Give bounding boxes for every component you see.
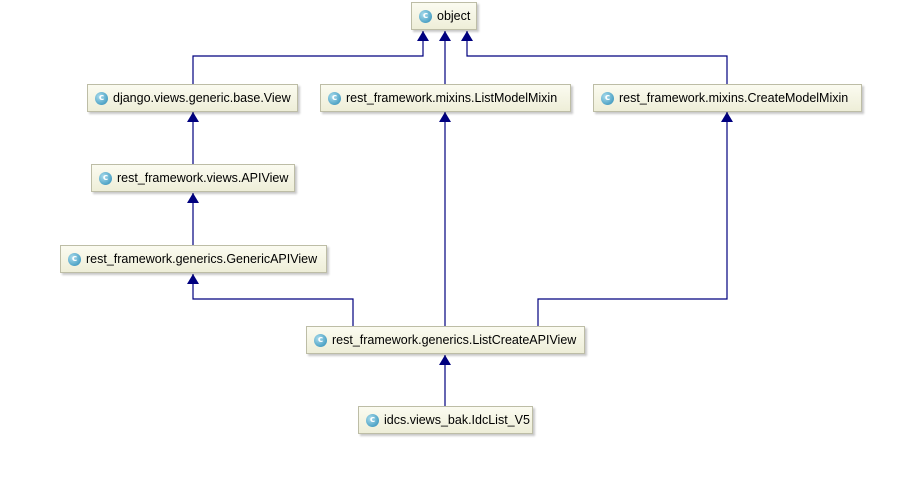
class-label: object	[437, 9, 471, 23]
class-icon: c	[366, 413, 379, 427]
class-label: idcs.views_bak.IdcList_V5	[384, 413, 530, 427]
edge-create-model-mixin-to-object	[461, 31, 728, 84]
class-icon: c	[314, 333, 327, 347]
class-label: django.views.generic.base.View	[113, 91, 291, 105]
class-label: rest_framework.generics.GenericAPIView	[86, 252, 318, 266]
class-icon: c	[99, 171, 112, 185]
edge-list-create-api-view-to-create-model-mixin	[537, 112, 733, 326]
class-node-base-view[interactable]: c django.views.generic.base.View	[87, 84, 298, 112]
class-icon: c	[601, 91, 614, 105]
class-node-idc-list-v5[interactable]: c idcs.views_bak.IdcList_V5	[358, 406, 533, 434]
class-icon: c	[68, 252, 81, 266]
class-node-list-create-api-view[interactable]: c rest_framework.generics.ListCreateAPIV…	[306, 326, 585, 354]
edge-list-create-api-view-to-generic-api-view	[187, 274, 354, 326]
class-node-api-view[interactable]: c rest_framework.views.APIView	[91, 164, 295, 192]
class-node-object[interactable]: c object	[411, 2, 477, 30]
edge-base-view-to-object	[192, 31, 429, 84]
class-label: rest_framework.generics.ListCreateAPIVie…	[332, 333, 577, 347]
class-label: rest_framework.views.APIView	[117, 171, 289, 185]
class-node-generic-api-view[interactable]: c rest_framework.generics.GenericAPIView	[60, 245, 327, 273]
class-node-create-model-mixin[interactable]: c rest_framework.mixins.CreateModelMixin	[593, 84, 862, 112]
class-label: rest_framework.mixins.ListModelMixin	[346, 91, 558, 105]
class-icon: c	[328, 91, 341, 105]
class-icon: c	[419, 9, 432, 23]
class-icon: c	[95, 91, 108, 105]
class-label: rest_framework.mixins.CreateModelMixin	[619, 91, 849, 105]
class-node-list-model-mixin[interactable]: c rest_framework.mixins.ListModelMixin	[320, 84, 571, 112]
